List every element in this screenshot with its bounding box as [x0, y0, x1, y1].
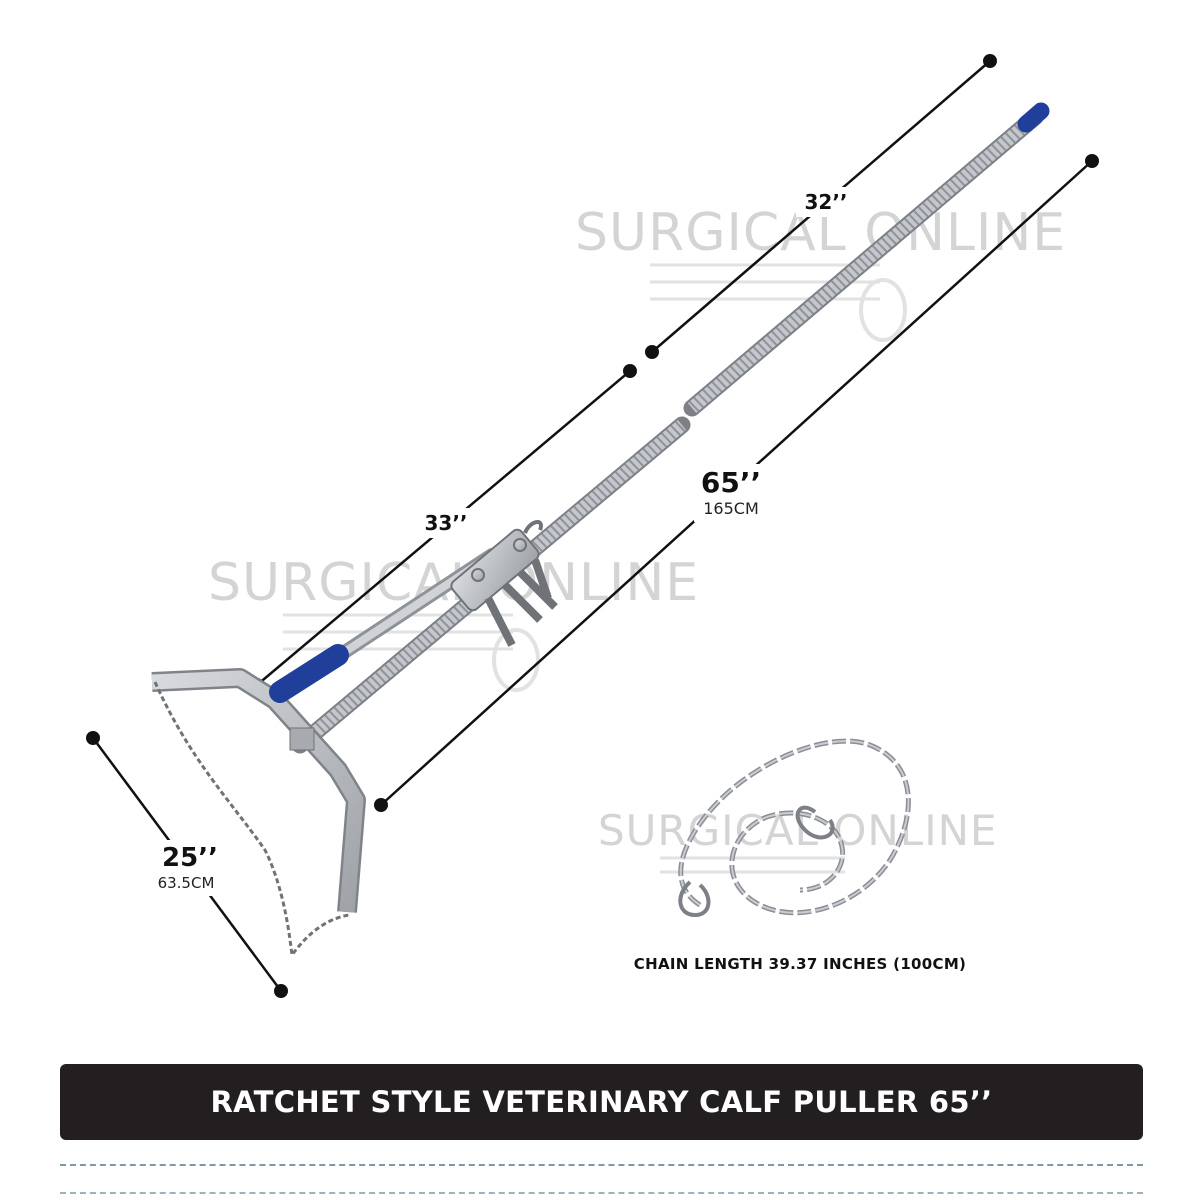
lower-rod-dimension: 33’’: [424, 511, 467, 535]
breech-bar-dimension: 25’’: [162, 843, 218, 873]
calf-puller-illustration: [151, 102, 1050, 959]
divider-line: [60, 1164, 1143, 1166]
title-banner: RATCHET STYLE VETERINARY CALF PULLER 65’…: [60, 1064, 1143, 1140]
total-length-dimension: 65’’: [701, 466, 761, 499]
breech-bar-metric: 63.5CM: [158, 874, 215, 892]
chain-length-caption: CHAIN LENGTH 39.37 INCHES (100CM): [633, 955, 967, 973]
divider-line: [60, 1192, 1143, 1194]
upper-rod-dimension: 32’’: [804, 190, 847, 214]
watermark-1: SURGICAL ONLINE: [575, 203, 1065, 342]
product-title: RATCHET STYLE VETERINARY CALF PULLER 65’…: [210, 1085, 993, 1119]
total-length-metric: 165CM: [703, 499, 759, 518]
chain-illustration: [678, 738, 911, 918]
